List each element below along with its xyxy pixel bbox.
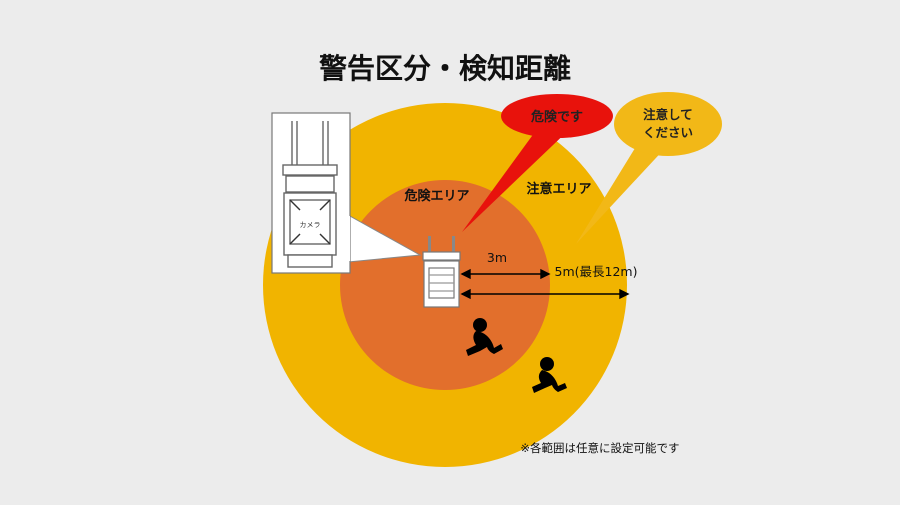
- camera-label: カメラ: [300, 221, 321, 229]
- forklift-detail-drawing: [282, 121, 338, 268]
- caution-bubble-text-line1: 注意して: [643, 107, 693, 122]
- diagram-title: 警告区分・検知距離: [319, 52, 571, 85]
- danger-bubble-tail: [462, 125, 574, 232]
- callout-joint: [349, 216, 350, 261]
- danger-zone-label: 危険エリア: [404, 188, 469, 204]
- caution-bubble-tail: [576, 140, 668, 244]
- danger-bubble-text: 危険です: [531, 109, 583, 125]
- worker-silhouette-caution: [532, 357, 567, 393]
- caution-zone-label: 注意エリア: [526, 181, 591, 197]
- outer-distance-label: 5m(最長12m): [555, 264, 638, 279]
- danger-bubble: [501, 94, 613, 138]
- caution-bubble-text-line2: ください: [643, 125, 693, 140]
- forklift-icon: [422, 236, 461, 308]
- worker-silhouette-danger: [466, 318, 503, 356]
- footnote: ※各範囲は任意に設定可能です: [520, 441, 679, 455]
- inner-distance-label: 3m: [487, 250, 507, 265]
- distance-arrow-inner: [460, 268, 551, 280]
- distance-arrow-outer: [460, 288, 630, 300]
- caution-bubble: [614, 92, 722, 156]
